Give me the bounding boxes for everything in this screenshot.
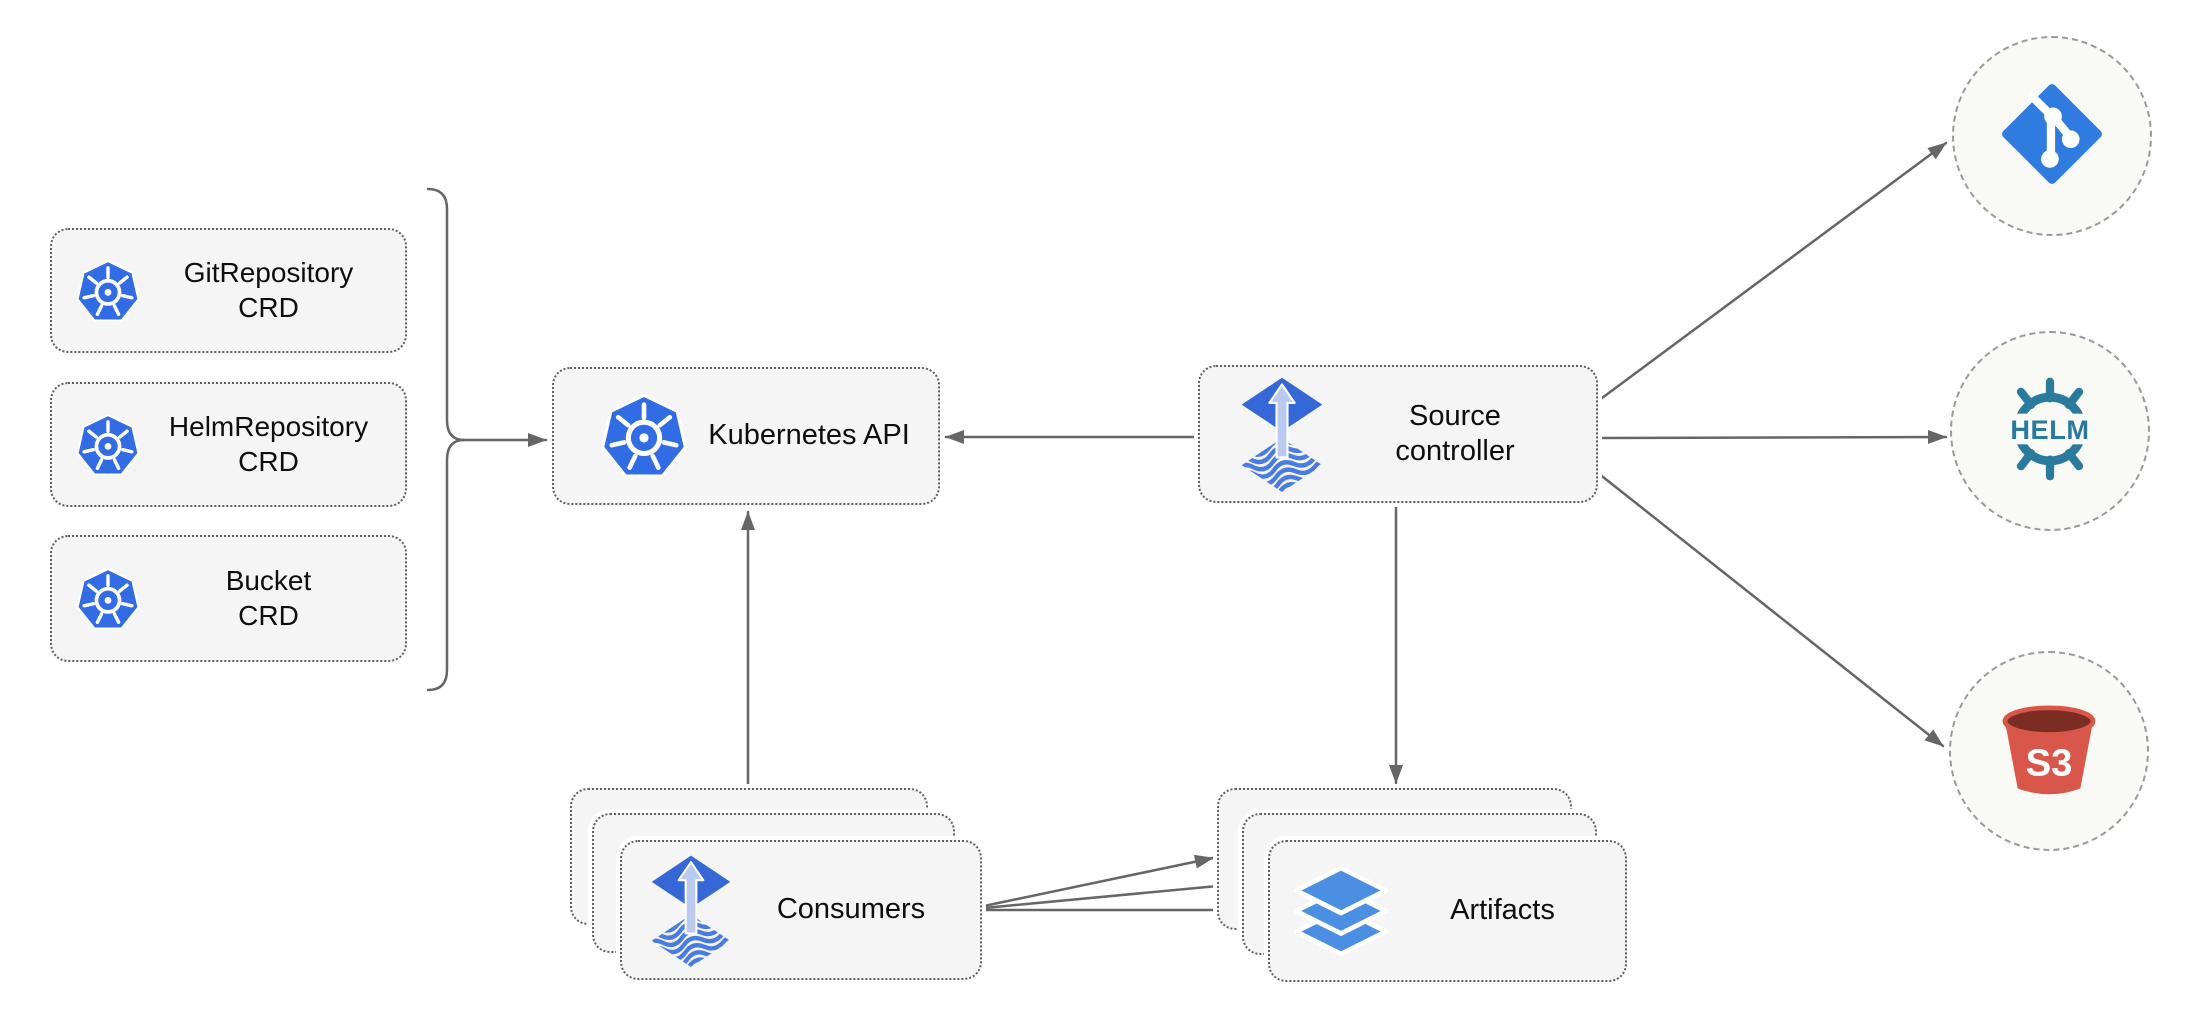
flux-source-controller-icon — [1240, 376, 1324, 492]
endpoint-helm: HELM — [1950, 331, 2150, 531]
edge-source-controller-to-git — [1596, 141, 1948, 403]
kubernetes-icon — [74, 410, 142, 480]
crd-group-bracket — [426, 187, 466, 692]
kubernetes-icon — [598, 388, 690, 484]
helm-icon-text: HELM — [2010, 414, 2089, 445]
layers-icon — [1292, 866, 1390, 956]
node-label: Artifacts — [1450, 894, 1555, 927]
edge-source-controller-to-s3 — [1596, 471, 1945, 748]
endpoint-git — [1952, 36, 2152, 236]
kubernetes-icon — [74, 564, 142, 634]
kubernetes-icon — [74, 256, 142, 326]
edge-source-controller-to-helm — [1596, 430, 1948, 445]
edge-consumers-to-artifacts-1 — [982, 854, 1215, 908]
s3-bucket-icon: S3 — [1991, 691, 2107, 812]
edge-consumers-to-artifacts-2 — [982, 878, 1241, 910]
node-kubernetes-api: Kubernetes API — [552, 367, 940, 505]
flux-source-controller-icon — [650, 854, 732, 967]
helm-icon: HELM — [1991, 370, 2109, 493]
node-label: Consumers — [776, 893, 926, 926]
s3-icon-text: S3 — [2026, 741, 2073, 784]
endpoint-s3: S3 — [1949, 651, 2149, 851]
git-icon — [2000, 82, 2104, 191]
node-artifacts: Artifacts — [1268, 840, 1627, 982]
node-label: Kubernetes API — [708, 419, 910, 452]
node-consumers: Consumers — [620, 840, 982, 980]
